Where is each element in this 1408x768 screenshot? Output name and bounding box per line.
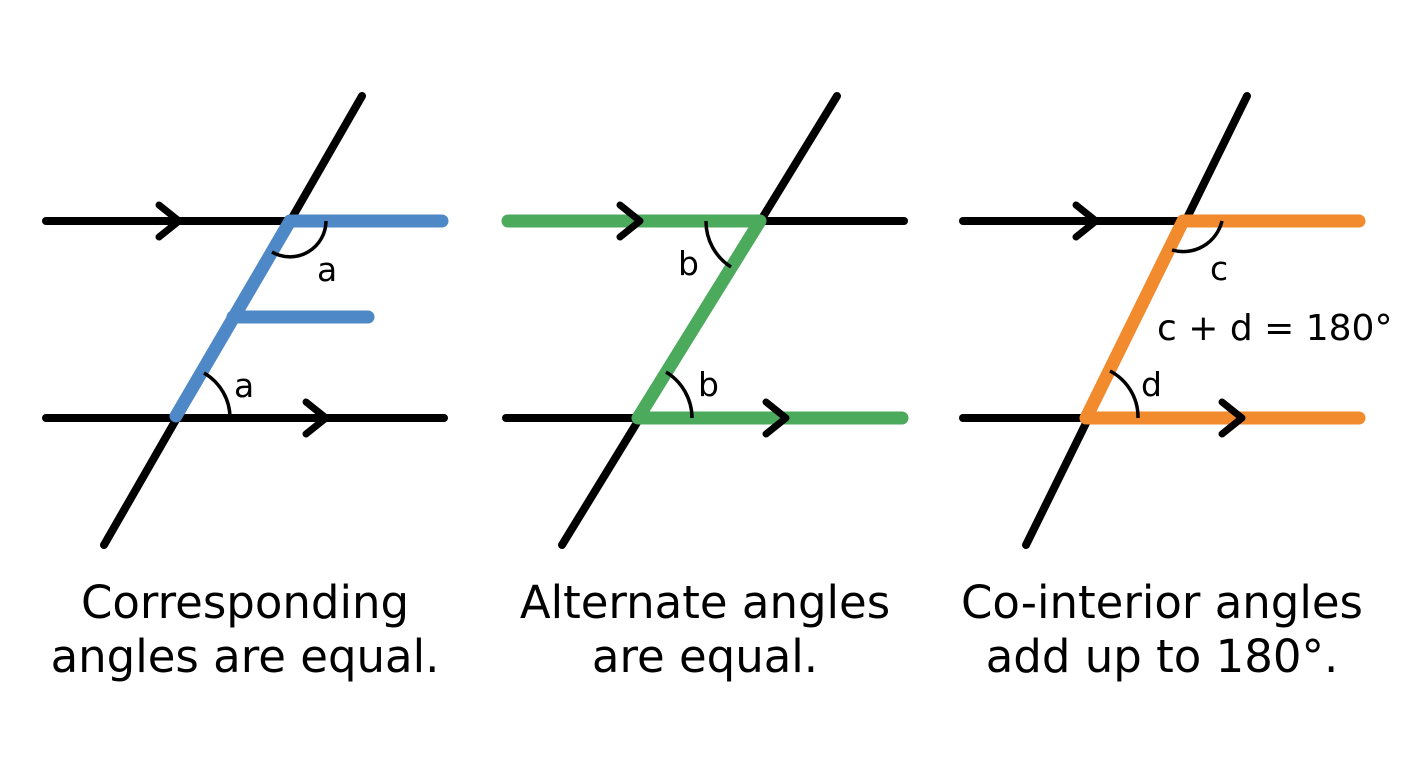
caption-line: Corresponding	[80, 576, 410, 629]
parallel-arrow-icon	[1218, 398, 1246, 438]
z-shape-highlight	[501, 214, 909, 425]
corresponding-caption: Corresponding angles are equal.	[25, 576, 465, 684]
caption-line: add up to 180°.	[985, 630, 1339, 683]
alternate-caption: Alternate angles are equal.	[485, 576, 925, 684]
angle-arc	[203, 371, 232, 419]
cointerior-panel: c d c + d = 180°	[959, 92, 1392, 549]
angle-arc	[1109, 369, 1140, 419]
caption-line: Co-interior angles	[960, 576, 1363, 629]
angle-arc	[1171, 220, 1224, 254]
angle-arc	[665, 370, 694, 419]
caption-line: are equal.	[591, 630, 819, 683]
angle-label: b	[678, 244, 699, 283]
parallel-arrow-icon	[302, 398, 330, 438]
alternate-panel: b b	[501, 92, 909, 549]
parallel-arrow-icon	[762, 398, 790, 438]
parallel-arrow-icon	[616, 201, 644, 241]
f-shape-highlight	[169, 214, 449, 423]
angle-label: b	[698, 365, 719, 404]
z-shape-stroke	[501, 214, 909, 425]
angle-sum-rule: c + d = 180°	[1157, 308, 1392, 349]
caption-line: angles are equal.	[50, 630, 440, 683]
corresponding-panel: a a	[42, 92, 449, 549]
angle-label: a	[317, 250, 337, 289]
angle-label: c	[1210, 249, 1228, 288]
parallel-arrow-icon	[1072, 201, 1100, 241]
caption-line: Alternate angles	[519, 576, 891, 629]
angle-arc	[271, 220, 328, 259]
cointerior-caption: Co-interior angles add up to 180°.	[942, 576, 1382, 684]
angle-label: a	[234, 366, 254, 405]
c-shape-stroke	[1079, 214, 1366, 425]
f-shape-main-stroke	[169, 214, 449, 423]
parallel-arrow-icon	[155, 201, 183, 241]
c-shape-highlight	[1079, 214, 1366, 425]
angle-arc	[704, 220, 732, 269]
angle-label: d	[1141, 365, 1162, 404]
